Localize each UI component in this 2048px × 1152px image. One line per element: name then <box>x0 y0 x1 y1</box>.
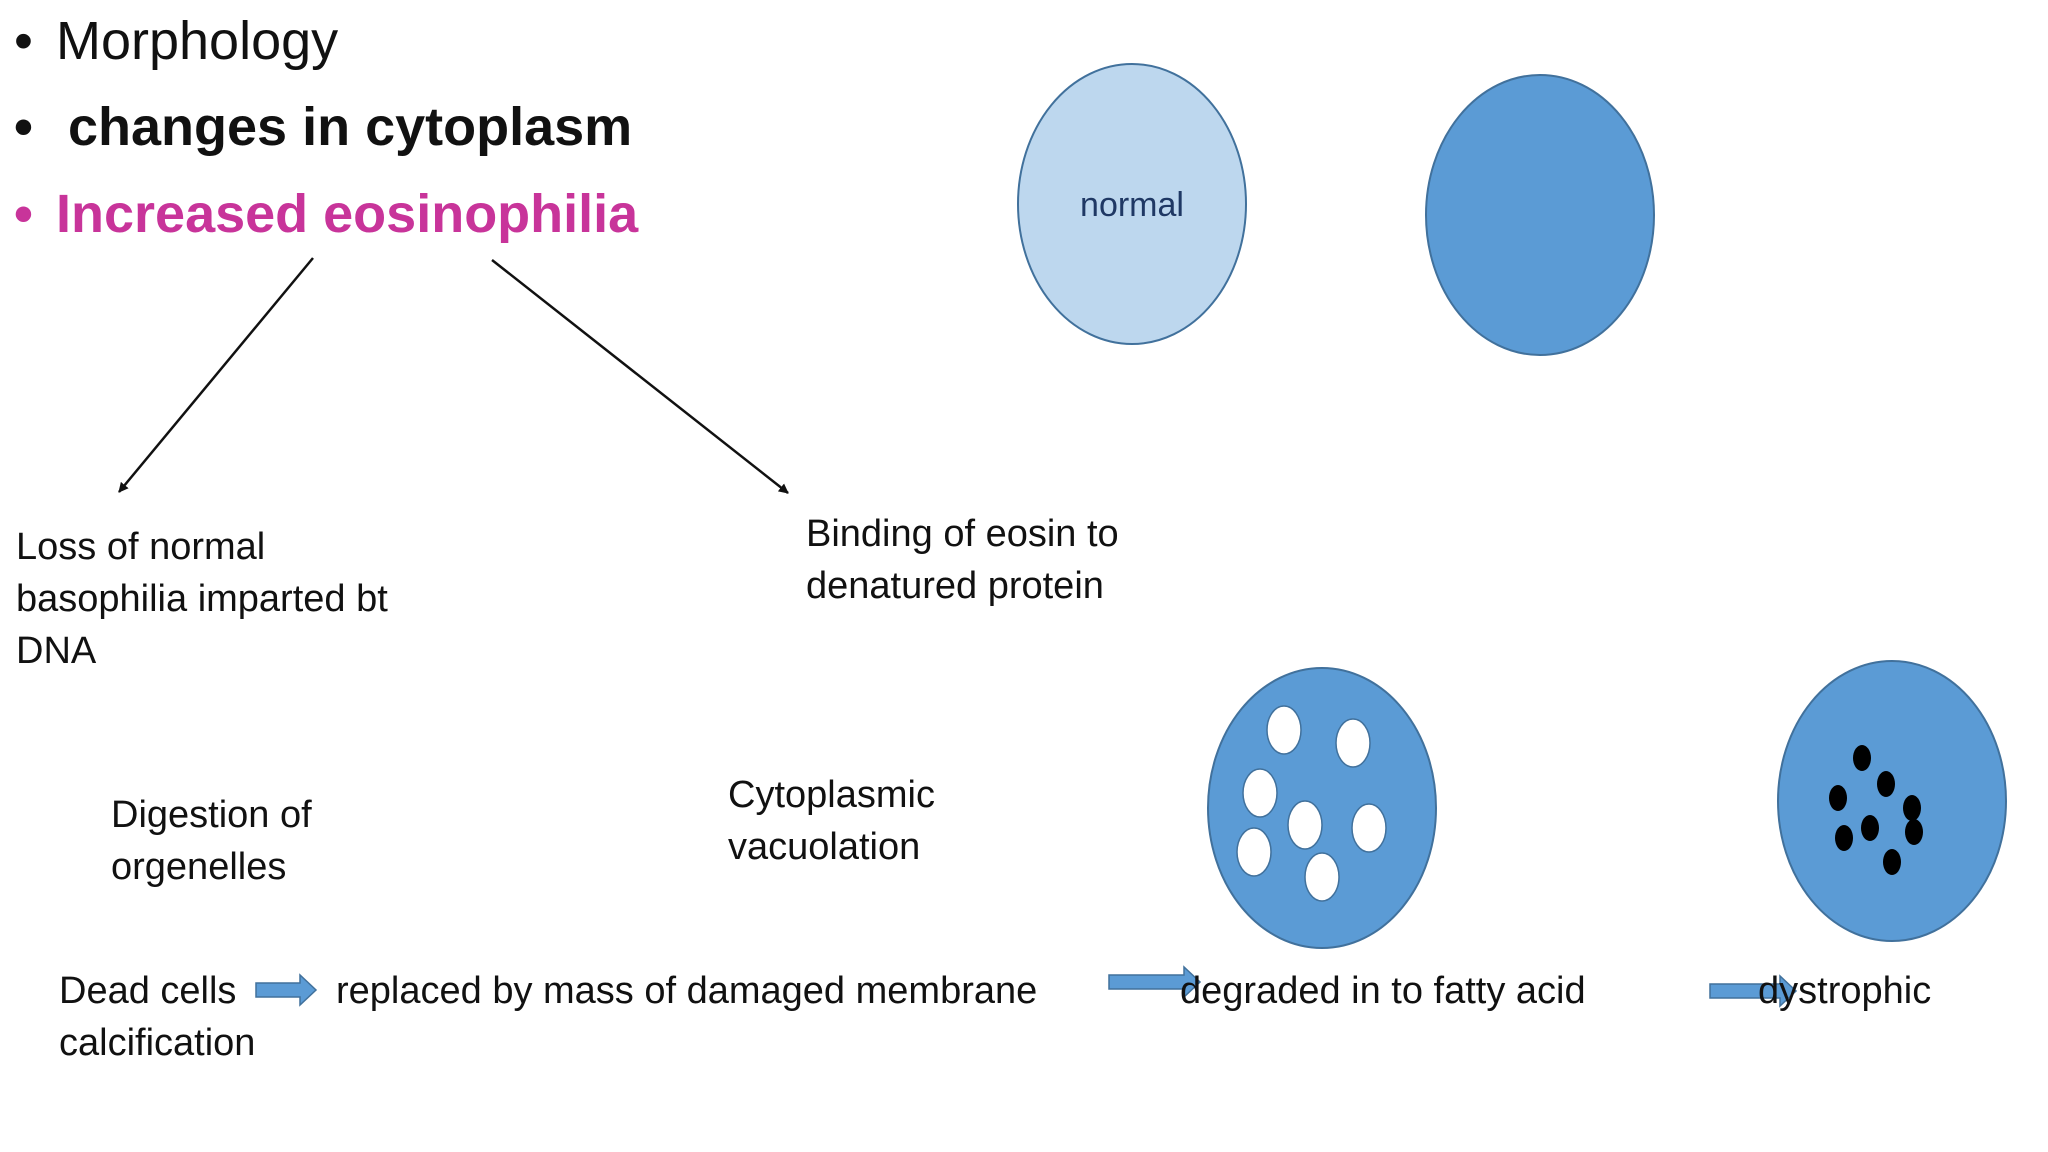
vacuole <box>1242 768 1278 818</box>
calcium-deposit <box>1903 795 1921 821</box>
eosinophilic-cell <box>1425 74 1655 356</box>
block-arrow-2 <box>1108 965 1202 999</box>
bullet-eosinophilia-text: Increased eosinophilia <box>56 184 639 244</box>
calcium-deposit <box>1835 825 1853 851</box>
calcium-deposit <box>1861 815 1879 841</box>
block-arrow-1 <box>255 973 318 1007</box>
vacuole <box>1287 800 1323 850</box>
flow-step-damaged-membrane: replaced by mass of damaged membrane <box>336 970 1038 1012</box>
bullet-morphology-text: Morphology <box>56 11 339 71</box>
bullet-morphology: •Morphology <box>14 11 339 71</box>
calcified-cell <box>1777 660 2007 942</box>
vacuole <box>1335 718 1371 768</box>
arrow-to-loss-of-basophilia <box>118 257 314 493</box>
note-cytoplasmic-vacuolation: Cytoplasmic vacuolation <box>728 774 935 868</box>
vacuolated-cell <box>1207 667 1437 949</box>
vacuole <box>1236 827 1272 877</box>
arrow-to-binding-of-eosin <box>491 259 789 494</box>
note-digestion-of-organelles: Digestion of orgenelles <box>111 794 312 888</box>
calcium-deposit <box>1883 849 1901 875</box>
block-arrow-3 <box>1709 974 1798 1008</box>
normal-cell-label: normal <box>1080 186 1184 224</box>
flow-step-dead-cells: Dead cells calcification <box>59 970 256 1064</box>
calcium-deposit <box>1905 819 1923 845</box>
bullet-changes-in-cytoplasm: •changes in cytoplasm <box>14 97 633 157</box>
calcium-deposit <box>1853 745 1871 771</box>
note-binding-of-eosin: Binding of eosin to denatured protein <box>806 513 1119 607</box>
vacuole <box>1351 803 1387 853</box>
note-loss-of-basophilia: Loss of normal basophilia imparted bt DN… <box>16 526 388 672</box>
calcium-deposit <box>1877 771 1895 797</box>
normal-cell <box>1017 63 1247 345</box>
vacuole <box>1266 705 1302 755</box>
bullet-changes-text: changes in cytoplasm <box>68 97 633 157</box>
vacuole <box>1304 852 1340 902</box>
calcium-deposit <box>1829 785 1847 811</box>
flow-step-dystrophic: dystrophic <box>1758 970 1932 1012</box>
bullet-increased-eosinophilia: •Increased eosinophilia <box>14 184 639 244</box>
flow-step-fatty-acid: degraded in to fatty acid <box>1180 970 1586 1012</box>
